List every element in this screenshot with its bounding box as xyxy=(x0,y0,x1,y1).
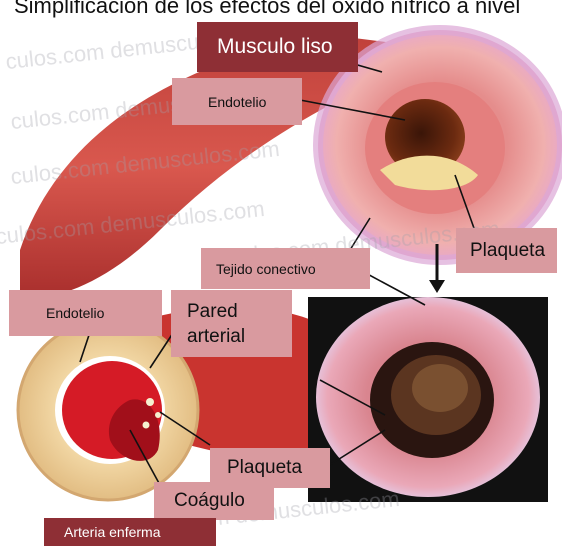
label-tejido-conectivo: Tejido conectivo xyxy=(201,248,370,289)
label-coagulo: Coágulo xyxy=(154,482,274,520)
label-pared-line-2: arterial xyxy=(187,324,245,349)
label-pared-line-1: Pared xyxy=(187,299,238,324)
label-pared-arterial: Pared arterial xyxy=(171,290,292,357)
label-musculo-liso: Musculo liso xyxy=(197,22,358,72)
label-endotelio-top: Endotelio xyxy=(172,78,302,125)
label-endotelio-left: Endotelio xyxy=(9,290,162,336)
figure-title: Simplificación de los efectos del óxido … xyxy=(14,0,520,19)
label-plaqueta-right: Plaqueta xyxy=(456,228,557,273)
label-arteria-enferma: Arteria enferma xyxy=(44,518,216,546)
